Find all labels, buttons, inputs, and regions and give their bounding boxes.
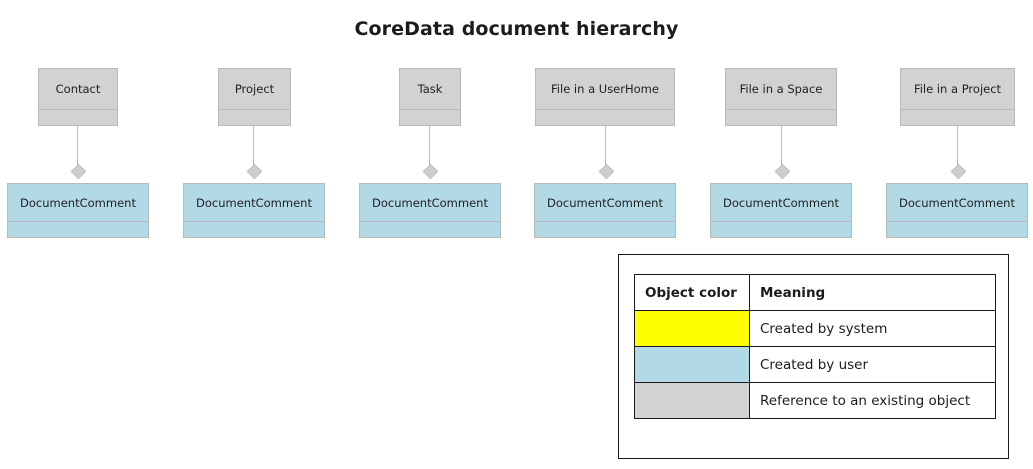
uml-node-title: DocumentComment: [723, 195, 839, 210]
aggregation-edge: [77, 126, 78, 178]
aggregation-edge: [781, 126, 782, 178]
uml-node-title: Contact: [55, 82, 101, 96]
uml-node-child[interactable]: DocumentComment: [886, 183, 1028, 238]
legend-panel: Object color Meaning Created by system C…: [618, 254, 1009, 459]
uml-node-parent[interactable]: File in a Project: [900, 68, 1015, 126]
legend-header-object-color: Object color: [634, 274, 750, 311]
uml-node-compartment: [184, 221, 324, 237]
legend-table: Object color Meaning Created by system C…: [634, 274, 996, 419]
uml-node-title: Task: [417, 82, 443, 96]
uml-node-compartment: [535, 221, 675, 237]
aggregation-edge: [605, 126, 606, 178]
page-title: CoreData document hierarchy: [354, 18, 679, 40]
uml-node-parent[interactable]: Project: [218, 68, 291, 126]
legend-swatch-user: [634, 346, 750, 383]
aggregation-edge: [957, 126, 958, 178]
uml-node-title: DocumentComment: [196, 195, 312, 210]
legend-row: Created by user: [634, 346, 996, 383]
uml-node-parent[interactable]: Task: [399, 68, 461, 126]
uml-node-child[interactable]: DocumentComment: [710, 183, 852, 238]
uml-node-parent[interactable]: File in a Space: [725, 68, 837, 126]
legend-meaning-system: Created by system: [749, 310, 996, 347]
uml-node-compartment: [536, 109, 674, 125]
aggregation-diamond-icon: [774, 163, 791, 180]
aggregation-diamond-icon: [422, 163, 439, 180]
uml-node-title: Project: [234, 82, 275, 96]
legend-header-row: Object color Meaning: [634, 274, 996, 311]
uml-node-child[interactable]: DocumentComment: [7, 183, 149, 238]
aggregation-edge: [253, 126, 254, 178]
aggregation-diamond-icon: [950, 163, 967, 180]
legend-meaning-reference: Reference to an existing object: [749, 382, 996, 419]
uml-node-compartment: [400, 109, 460, 125]
legend-row: Created by system: [634, 310, 996, 347]
uml-node-compartment: [360, 221, 500, 237]
uml-node-compartment: [901, 109, 1014, 125]
uml-node-title: File in a Project: [913, 82, 1002, 96]
legend-meaning-user: Created by user: [749, 346, 996, 383]
uml-node-compartment: [219, 109, 290, 125]
uml-node-title: File in a UserHome: [551, 82, 659, 96]
uml-node-compartment: [726, 109, 836, 125]
legend-swatch-system: [634, 310, 750, 347]
uml-node-compartment: [39, 109, 117, 125]
aggregation-edge: [429, 126, 430, 178]
uml-node-compartment: [8, 221, 148, 237]
uml-node-title: DocumentComment: [20, 195, 136, 210]
uml-node-child[interactable]: DocumentComment: [359, 183, 501, 238]
aggregation-diamond-icon: [246, 163, 263, 180]
legend-swatch-reference: [634, 382, 750, 419]
uml-node-title: File in a Space: [739, 82, 823, 96]
legend-row: Reference to an existing object: [634, 382, 996, 419]
uml-node-parent[interactable]: Contact: [38, 68, 118, 126]
uml-node-parent[interactable]: File in a UserHome: [535, 68, 675, 126]
aggregation-diamond-icon: [598, 163, 615, 180]
uml-node-compartment: [711, 221, 851, 237]
uml-node-child[interactable]: DocumentComment: [534, 183, 676, 238]
uml-node-compartment: [887, 221, 1027, 237]
aggregation-diamond-icon: [70, 163, 87, 180]
uml-node-title: DocumentComment: [372, 195, 488, 210]
legend-header-meaning: Meaning: [749, 274, 996, 311]
uml-node-child[interactable]: DocumentComment: [183, 183, 325, 238]
uml-node-title: DocumentComment: [899, 195, 1015, 210]
uml-node-title: DocumentComment: [547, 195, 663, 210]
